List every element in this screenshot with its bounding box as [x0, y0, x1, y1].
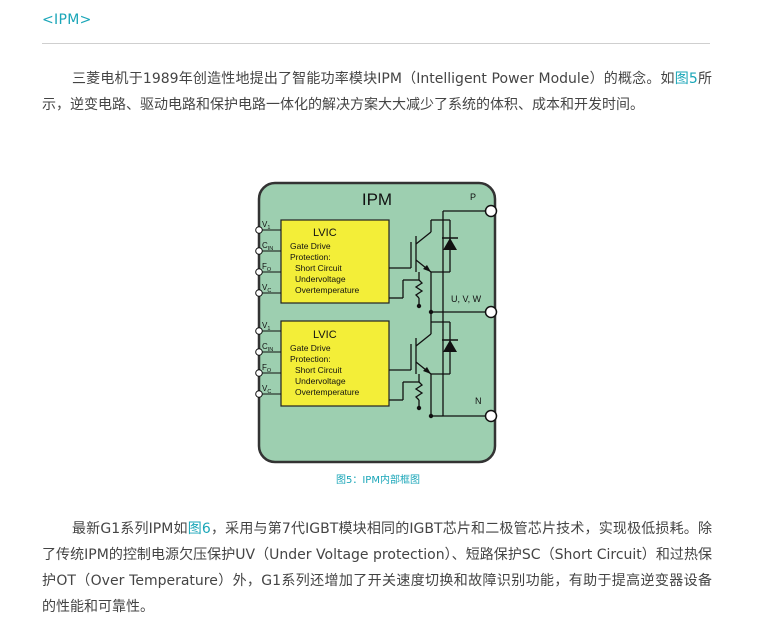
figure-6-link[interactable]: 图6 — [187, 521, 211, 537]
pin-cin: CIN — [255, 241, 281, 255]
terminal-p — [484, 204, 498, 218]
lvic-line-2: Protection: — [290, 354, 331, 364]
terminal-n-label: N — [475, 396, 482, 406]
bus-wiring — [442, 210, 491, 417]
svg-text:CIN: CIN — [262, 241, 273, 252]
pin-v1: V1 — [255, 321, 281, 335]
svg-text:FO: FO — [262, 363, 272, 374]
pin-v1: V1 — [255, 220, 281, 234]
intro-paragraph: 三菱电机于1989年创造性地提出了智能功率模块IPM（Intelligent P… — [42, 66, 712, 118]
junction-dot — [416, 303, 422, 309]
igbt-emitter-arrow-upper — [423, 265, 431, 272]
lvic-line-1: Gate Drive — [290, 343, 331, 353]
igbt-emitter-arrow-lower — [423, 367, 431, 374]
lower-arm: LVIC Gate Drive Protection: Short Circui… — [255, 312, 458, 419]
pin-vc: VC — [255, 384, 281, 398]
pin-group-lower: V1 CIN FO VC — [255, 321, 281, 398]
figure-caption: 图5：IPM内部框图 — [336, 475, 420, 486]
junction-dot — [416, 405, 422, 411]
freewheel-diode-upper — [443, 238, 457, 250]
junction-dot — [428, 413, 434, 419]
pin-cin: CIN — [255, 342, 281, 356]
svg-text:V1: V1 — [262, 220, 270, 231]
terminal-n — [484, 409, 498, 423]
lvic-title: LVIC — [313, 329, 337, 341]
lvic-title: LVIC — [313, 227, 337, 239]
g1-text-2: ，采用与第7代IGBT模块相同的IGBT芯片和二极管芯片技术，实现极低损耗。除了… — [42, 521, 712, 615]
lvic-line-2: Protection: — [290, 252, 331, 262]
pin-fo: FO — [255, 363, 281, 377]
lvic-line-4: Undervoltage — [295, 274, 346, 284]
lvic-line-3: Short Circuit — [295, 263, 342, 273]
upper-arm: LVIC Gate Drive Protection: Short Circui… — [255, 219, 458, 315]
pin-fo: FO — [255, 262, 281, 276]
lvic-line-1: Gate Drive — [290, 241, 331, 251]
svg-text:V1: V1 — [262, 321, 270, 332]
svg-text:FO: FO — [262, 262, 272, 273]
g1-paragraph: 最新G1系列IPM如图6，采用与第7代IGBT模块相同的IGBT芯片和二极管芯片… — [42, 516, 712, 620]
lvic-block-upper — [280, 219, 390, 304]
igbt-switch-lower — [389, 312, 451, 417]
pin-group-upper: V1 CIN FO VC — [255, 220, 281, 297]
lvic-line-5: Overtemperature — [295, 387, 360, 397]
lvic-line-3: Short Circuit — [295, 365, 342, 375]
section-title: <IPM> — [42, 12, 92, 28]
lvic-line-4: Undervoltage — [295, 376, 346, 386]
divider — [42, 43, 710, 44]
svg-text:VC: VC — [262, 384, 271, 395]
intro-text-1: 三菱电机于1989年创造性地提出了智能功率模块IPM（Intelligent P… — [72, 71, 675, 87]
lvic-line-5: Overtemperature — [295, 285, 360, 295]
terminal-p-label: P — [470, 192, 476, 202]
svg-text:VC: VC — [262, 283, 271, 294]
g1-text-1: 最新G1系列IPM如 — [72, 521, 188, 537]
ipm-block-diagram: IPM P U, V, W N LVIC Gate Drive Protecti… — [255, 181, 498, 464]
pin-vc: VC — [255, 283, 281, 297]
intro-text-2: 所示，逆变电路、驱动电路和保护电路一体化的解决方案大大减少了系统的体积、成本和开… — [42, 71, 712, 113]
lvic-block-lower — [280, 320, 390, 407]
freewheel-diode-lower — [443, 340, 457, 352]
module-label: IPM — [362, 190, 392, 209]
svg-text:CIN: CIN — [262, 342, 273, 353]
figure-5-link[interactable]: 图5 — [674, 71, 698, 87]
terminal-output-label: U, V, W — [451, 294, 482, 304]
terminal-uvw — [484, 305, 498, 319]
